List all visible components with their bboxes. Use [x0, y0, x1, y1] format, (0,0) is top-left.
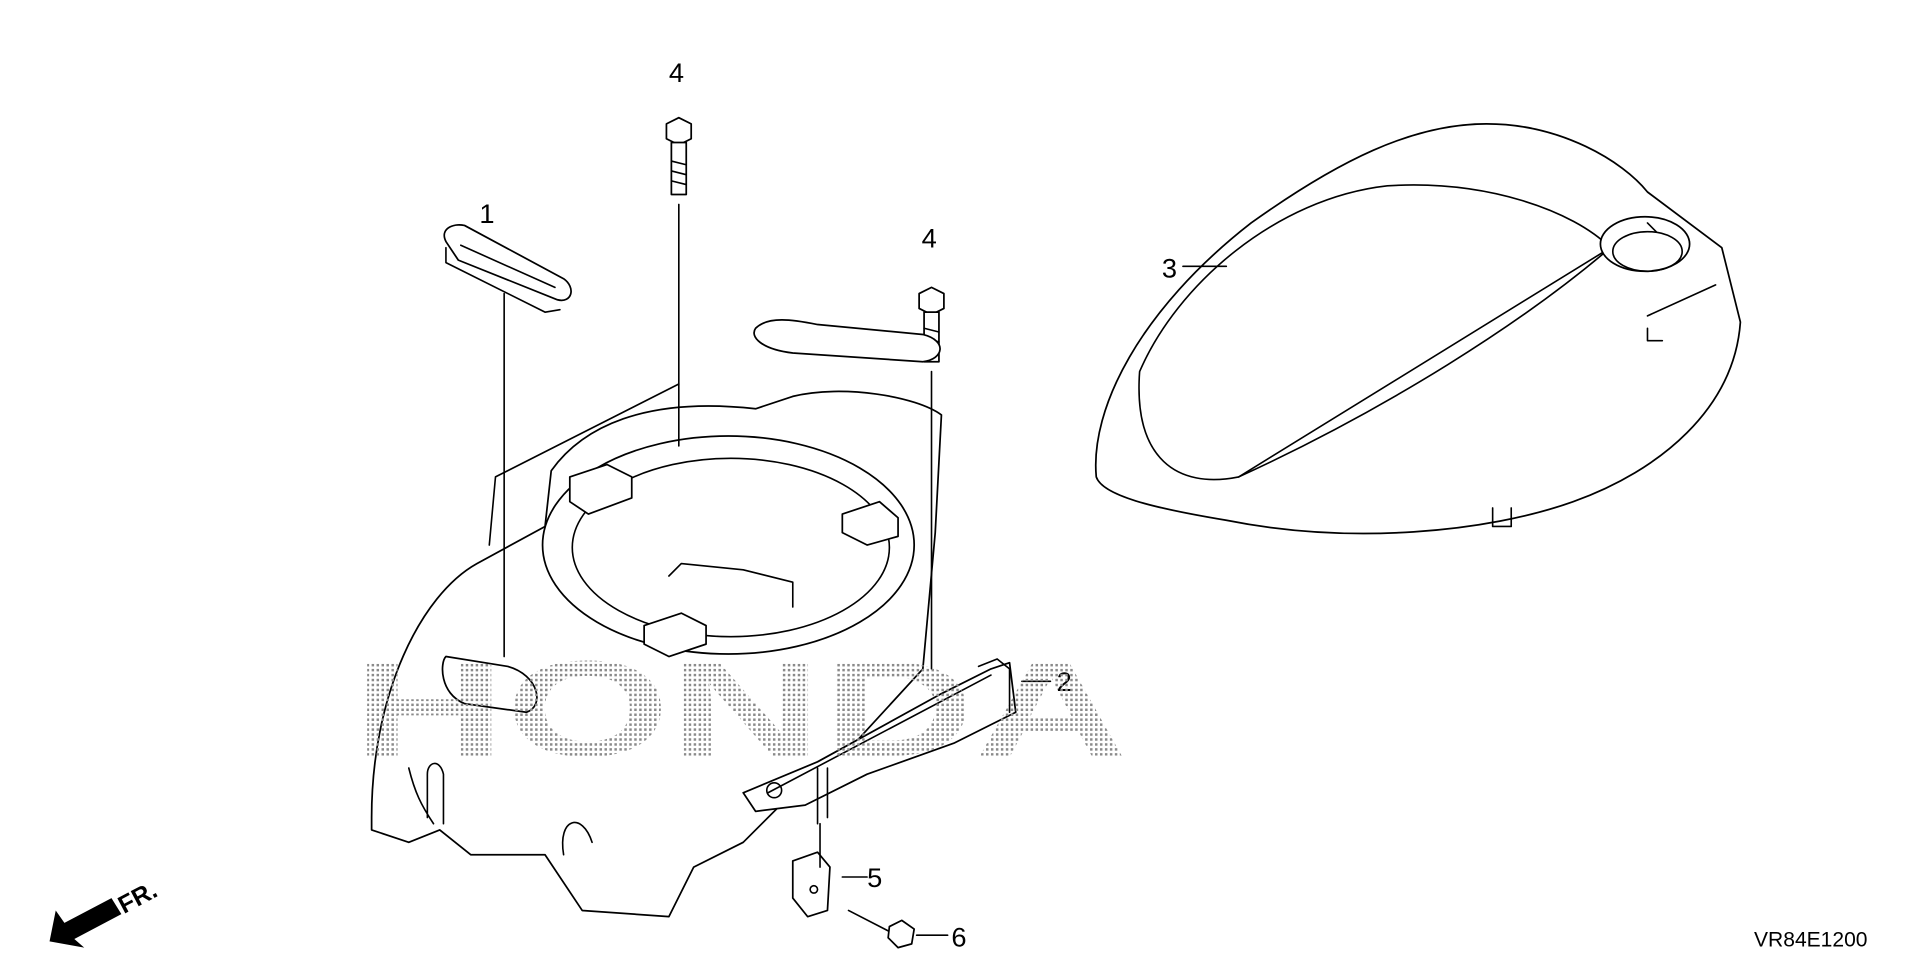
diagram-code: VR84E1200 [1754, 928, 1868, 951]
clip-nut-part[interactable] [791, 851, 831, 918]
front-direction-arrow: FR. [49, 877, 162, 948]
callout-4[interactable]: 4 [922, 223, 937, 254]
direction-label: FR. [114, 877, 162, 920]
callout-2[interactable]: 2 [1057, 666, 1072, 697]
screw-part[interactable] [847, 909, 916, 949]
blower-housing-part[interactable] [370, 319, 943, 918]
leader-lines [488, 203, 1228, 937]
grommet-part[interactable] [443, 224, 572, 313]
callout-3[interactable]: 3 [1162, 252, 1177, 283]
callout-6[interactable]: 6 [951, 921, 966, 952]
fan-cover-part[interactable] [1094, 123, 1742, 535]
watermark: HONDA [353, 633, 1127, 785]
shroud-bracket-part[interactable] [742, 658, 1017, 825]
arrow-left-down-icon [49, 898, 122, 948]
callout-5[interactable]: 5 [867, 862, 882, 893]
callout-4[interactable]: 4 [669, 57, 684, 88]
callout-1[interactable]: 1 [479, 198, 494, 229]
watermark-text: HONDA [353, 633, 1127, 785]
bolt-part[interactable] [665, 116, 693, 196]
